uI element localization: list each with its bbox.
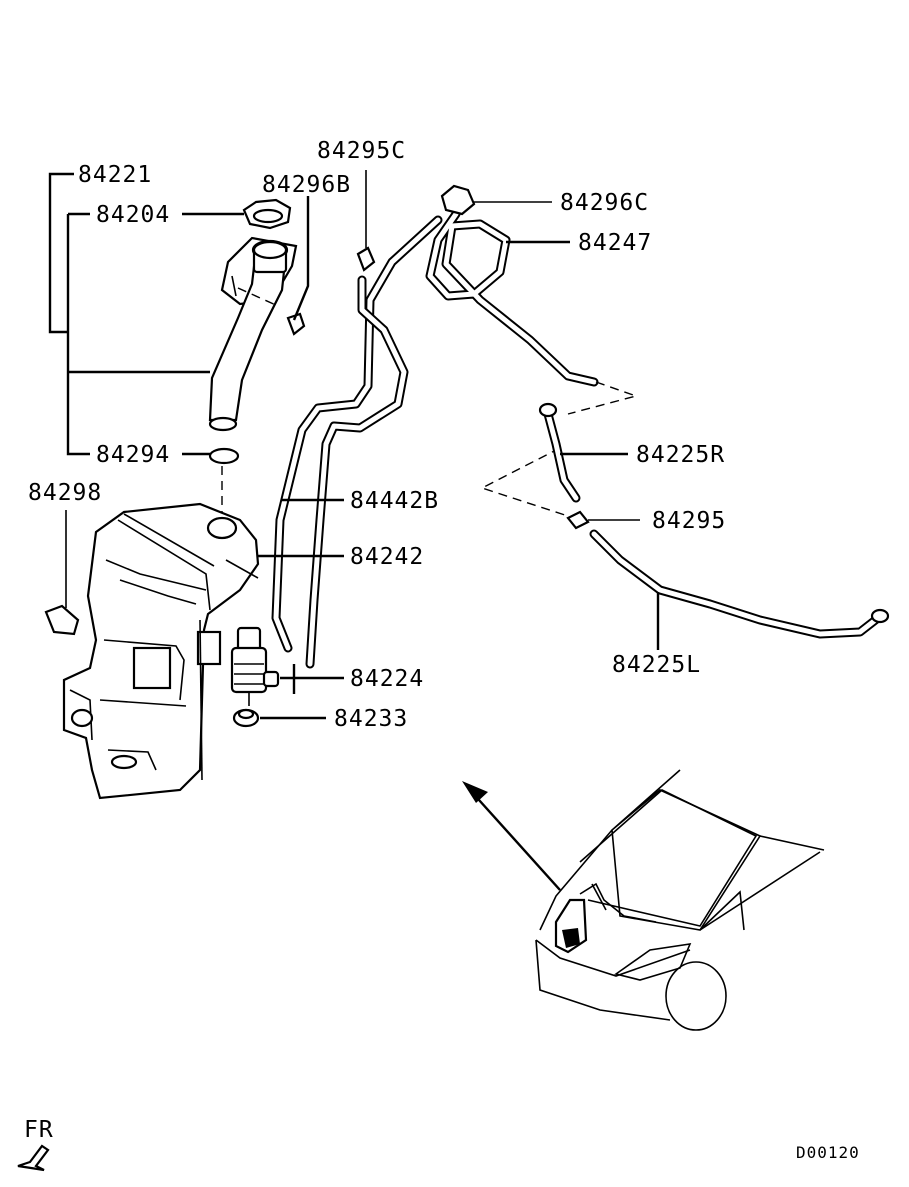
washer-tank bbox=[62, 502, 260, 800]
level-sensor bbox=[44, 510, 80, 636]
diagram-code: D00120 bbox=[796, 1143, 860, 1162]
car-locator bbox=[535, 769, 825, 1031]
joint-84295 bbox=[566, 510, 640, 530]
dashed-link-1 bbox=[567, 381, 639, 415]
label-84295: 84295 bbox=[652, 508, 726, 534]
clip-84296c bbox=[440, 184, 552, 216]
packing-ring bbox=[208, 447, 240, 465]
filler-cap bbox=[242, 198, 292, 230]
filler-neck-assembly bbox=[208, 236, 298, 432]
pump-grommet bbox=[232, 708, 260, 728]
hose-84247 bbox=[425, 209, 599, 387]
label-84296b: 84296B bbox=[262, 172, 351, 198]
label-84442b: 84442B bbox=[350, 488, 439, 514]
label-84242: 84242 bbox=[350, 544, 424, 570]
hose-84442b bbox=[271, 215, 443, 669]
label-84204: 84204 bbox=[96, 202, 170, 228]
leader-lines bbox=[48, 172, 660, 720]
label-84221: 84221 bbox=[78, 162, 152, 188]
label-84225l: 84225L bbox=[612, 652, 701, 678]
label-84294: 84294 bbox=[96, 442, 170, 468]
hose-84225r bbox=[538, 402, 581, 503]
label-84298: 84298 bbox=[28, 480, 102, 506]
label-84247: 84247 bbox=[578, 230, 652, 256]
washer-pump bbox=[230, 626, 280, 706]
locator-arrow bbox=[462, 781, 561, 891]
label-84224: 84224 bbox=[350, 666, 424, 692]
label-84225r: 84225R bbox=[636, 442, 725, 468]
label-84233: 84233 bbox=[334, 706, 408, 732]
label-84296c: 84296C bbox=[560, 190, 649, 216]
joint-84295c bbox=[356, 170, 376, 272]
front-direction-label: FR bbox=[24, 1117, 54, 1143]
front-direction-icon bbox=[17, 1144, 50, 1172]
label-84295c: 84295C bbox=[317, 138, 406, 164]
hose-84225l bbox=[589, 529, 890, 639]
